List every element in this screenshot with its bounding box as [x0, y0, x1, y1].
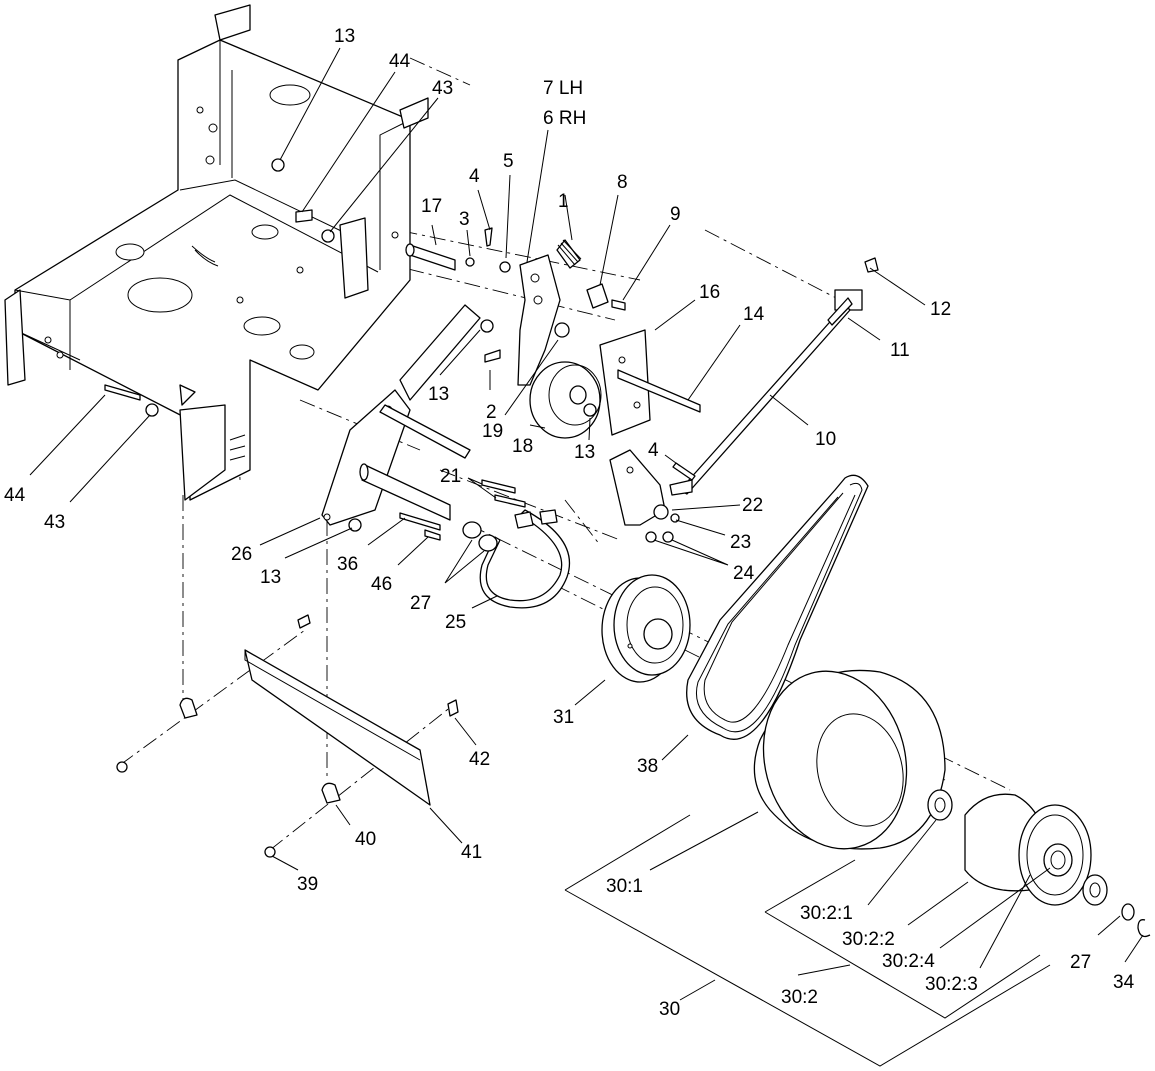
callout-30: 30	[659, 999, 680, 1020]
callout-4: 4	[648, 440, 659, 461]
brake-band	[462, 479, 571, 609]
callout-42: 42	[469, 749, 490, 770]
callout-2: 2	[486, 402, 497, 423]
brake-lever-assembly	[104, 304, 494, 541]
drive-belt	[686, 474, 869, 740]
callout-44: 44	[4, 485, 26, 506]
callout-30-2-2: 30:2:2	[842, 929, 895, 950]
callout-41: 41	[461, 842, 482, 863]
callout-25: 25	[445, 612, 466, 633]
frame-chassis	[4, 4, 429, 501]
callout-17: 17	[421, 196, 442, 217]
callout-26: 26	[231, 544, 252, 565]
callout-27: 27	[410, 593, 431, 614]
callout-24: 24	[733, 563, 755, 584]
callout-13: 13	[574, 442, 595, 463]
callout-6-rh: 6 RH	[543, 108, 586, 129]
wheel-hub	[927, 789, 1151, 938]
callout-30-2-3: 30:2:3	[925, 974, 978, 995]
callout-13: 13	[428, 384, 449, 405]
callout-16: 16	[699, 282, 720, 303]
callout-9: 9	[670, 204, 681, 225]
callout-39: 39	[297, 874, 318, 895]
callout-30-2-1: 30:2:1	[800, 903, 853, 924]
callout-38: 38	[637, 756, 658, 777]
callout-8: 8	[617, 172, 628, 193]
callout-31: 31	[553, 707, 574, 728]
idler-arm-assembly	[484, 254, 701, 439]
callout-14: 14	[743, 304, 765, 325]
callout-34: 34	[1113, 972, 1135, 993]
drive-pulley	[601, 574, 691, 683]
lower-guard	[116, 614, 459, 858]
control-rod	[669, 297, 853, 496]
right-bracket	[609, 449, 696, 543]
callout-46: 46	[371, 574, 392, 595]
callout-30-2-4: 30:2:4	[882, 951, 935, 972]
callout-18: 18	[512, 436, 533, 457]
leader-lines	[29, 47, 1144, 1067]
callout-10: 10	[815, 429, 836, 450]
callout-13: 13	[260, 567, 281, 588]
callout-5: 5	[503, 151, 514, 172]
callout-11: 11	[890, 340, 910, 361]
tire	[753, 669, 946, 850]
callout-12: 12	[930, 299, 951, 320]
callout-7-lh: 7 LH	[543, 78, 583, 99]
callout-3: 3	[459, 209, 470, 230]
callout-labels: 13 44 43 7 LH 6 RH 4 5 1 8 9 17 3 16 14 …	[4, 26, 1135, 1020]
callout-40: 40	[355, 829, 376, 850]
callout-30-2: 30:2	[781, 987, 818, 1008]
callout-22: 22	[742, 495, 763, 516]
callout-4: 4	[469, 166, 480, 187]
callout-27: 27	[1070, 952, 1091, 973]
callout-30-1: 30:1	[606, 876, 643, 897]
callout-13: 13	[334, 26, 355, 47]
callout-1: 1	[558, 191, 569, 212]
callout-21: 21	[440, 466, 461, 487]
callout-43: 43	[432, 78, 453, 99]
callout-19: 19	[482, 421, 503, 442]
callout-36: 36	[337, 554, 358, 575]
callout-23: 23	[730, 532, 751, 553]
callout-44: 44	[389, 51, 411, 72]
callout-43: 43	[44, 512, 65, 533]
